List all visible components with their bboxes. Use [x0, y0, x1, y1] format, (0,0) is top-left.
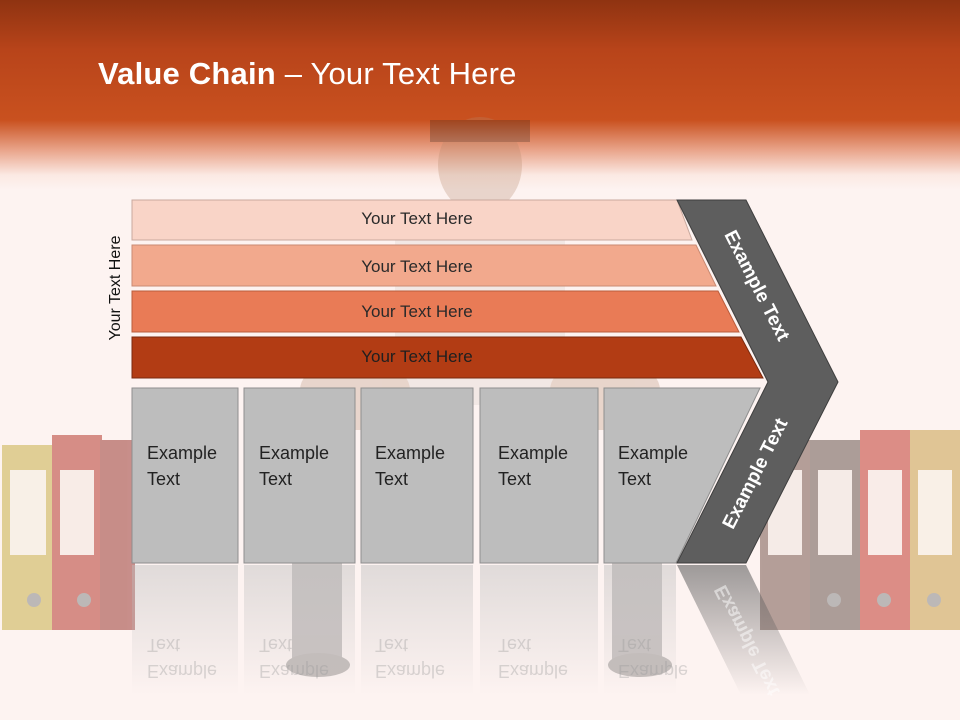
title-bold: Value Chain	[98, 56, 276, 91]
activity-box-3	[360, 387, 474, 564]
box-5-line1: Example	[618, 443, 689, 463]
activity-box-5	[603, 387, 761, 564]
row-bar-2	[131, 244, 717, 287]
reflection-5	[604, 565, 676, 695]
box-1-line2: Text	[147, 469, 181, 489]
row-label-4: Your Text Here	[361, 347, 473, 366]
title-rest: – Your Text Here	[275, 56, 517, 91]
box-4-line1: Example	[498, 443, 569, 463]
activity-box-4	[479, 387, 599, 564]
activity-box-2	[243, 387, 356, 564]
box-4-line2: Text	[498, 469, 532, 489]
box-5-line2: Text	[618, 469, 652, 489]
chevron-arrow	[676, 199, 839, 564]
activity-box-1	[131, 387, 239, 564]
row-bar-4	[131, 336, 764, 379]
box-1-line1: Example	[147, 443, 218, 463]
reflection-4	[480, 565, 598, 695]
left-binders	[2, 435, 135, 630]
box-3-line2: Text	[375, 469, 409, 489]
box-2-line1: Example	[259, 443, 330, 463]
row-bar-3	[131, 290, 740, 333]
row-bar-1	[131, 199, 693, 241]
right-binders	[760, 430, 960, 630]
reflection-arrow	[677, 565, 810, 695]
box-2-line2: Text	[259, 469, 293, 489]
header-band	[0, 0, 960, 190]
row-label-1: Your Text Here	[361, 209, 473, 228]
row-label-3: Your Text Here	[361, 302, 473, 321]
reflection-1	[132, 565, 238, 695]
row-label-2: Your Text Here	[361, 257, 473, 276]
reflection-2	[244, 565, 355, 695]
slide-title: Value Chain – Your Text Here	[98, 56, 517, 92]
reflection-3	[361, 565, 473, 695]
box-3-line1: Example	[375, 443, 446, 463]
side-label: Your Text Here	[107, 235, 124, 341]
